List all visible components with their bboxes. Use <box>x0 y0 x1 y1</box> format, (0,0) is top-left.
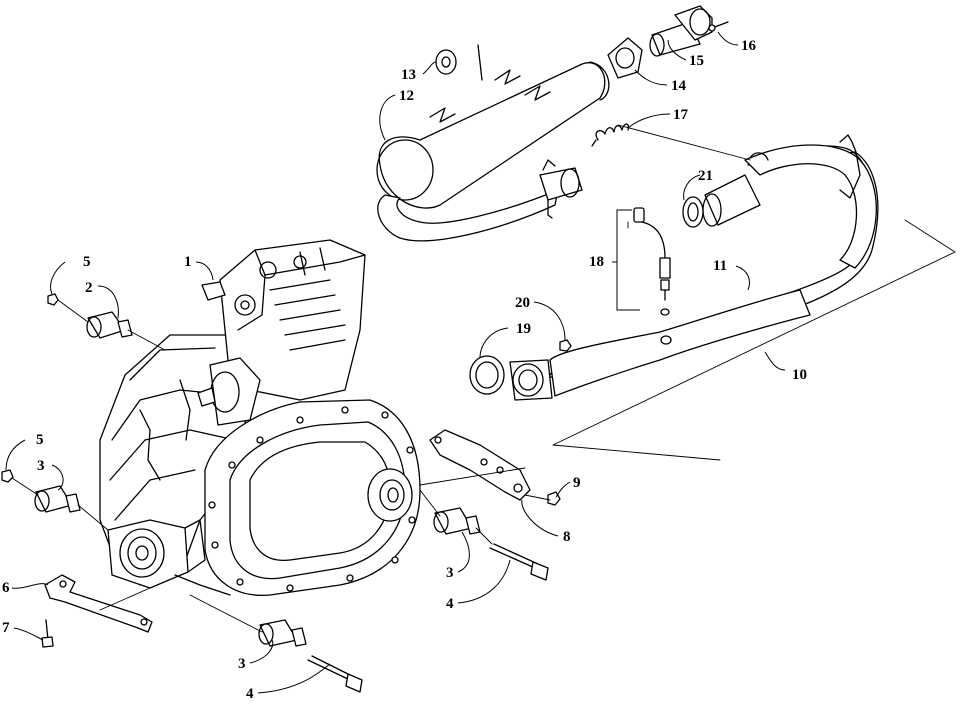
callout-5: 5 <box>36 432 44 448</box>
mount-nut-upper <box>47 293 59 306</box>
oxygen-sensor <box>633 207 672 345</box>
callout-6: 6 <box>2 580 10 596</box>
exhaust-header-pipe <box>509 134 879 401</box>
muffler <box>376 44 610 242</box>
callout-12: 12 <box>399 88 414 104</box>
callout-18: 18 <box>589 254 604 270</box>
exhaust-assembly-boundary <box>552 219 956 461</box>
mount-bolt-lower <box>307 655 363 693</box>
callout-11: 11 <box>713 258 727 274</box>
callout-13: 13 <box>401 67 416 83</box>
callout-16: 16 <box>741 38 757 54</box>
spark-arrestor <box>649 5 713 57</box>
mount-nut-left <box>1 469 14 483</box>
callout-2: 2 <box>85 280 93 296</box>
callout-3: 3 <box>37 458 45 474</box>
flange-gasket <box>469 355 505 395</box>
assembly-centerlines <box>11 124 751 633</box>
callout-1: 1 <box>184 254 192 270</box>
engine-mount-bracket <box>429 429 531 501</box>
mount-isolator-lower <box>258 619 307 647</box>
mount-isolator-right <box>433 507 481 535</box>
callout-20: 20 <box>515 295 530 311</box>
callout-3: 3 <box>238 656 246 672</box>
spring <box>591 123 630 147</box>
callout-10: 10 <box>792 367 807 383</box>
grommet <box>435 49 457 75</box>
callout-15: 15 <box>689 53 704 69</box>
header-gasket <box>682 196 704 228</box>
callout-leaders <box>5 31 786 694</box>
flange-nut <box>559 339 572 352</box>
callout-4: 4 <box>246 686 254 702</box>
mount-bolt-right <box>489 543 549 581</box>
gasket <box>607 37 643 79</box>
callout-9: 9 <box>573 475 581 491</box>
callout-3: 3 <box>446 565 454 581</box>
callout-17: 17 <box>673 107 689 123</box>
callout-21: 21 <box>698 168 713 184</box>
callout-labels: 1 2 3 3 3 4 4 5 5 6 7 8 9 10 11 12 13 14… <box>2 38 807 702</box>
callout-7: 7 <box>2 620 10 636</box>
callout-14: 14 <box>671 78 687 94</box>
mount-isolator-upper <box>86 311 133 339</box>
callout-5: 5 <box>83 254 91 270</box>
callout-4: 4 <box>446 596 454 612</box>
callout-8: 8 <box>563 529 571 545</box>
bracket-screw <box>41 619 54 648</box>
callout-19: 19 <box>516 321 531 337</box>
screw <box>708 21 729 32</box>
engine <box>99 239 421 596</box>
mount-isolator-left <box>34 485 81 513</box>
lower-bracket <box>44 574 153 633</box>
